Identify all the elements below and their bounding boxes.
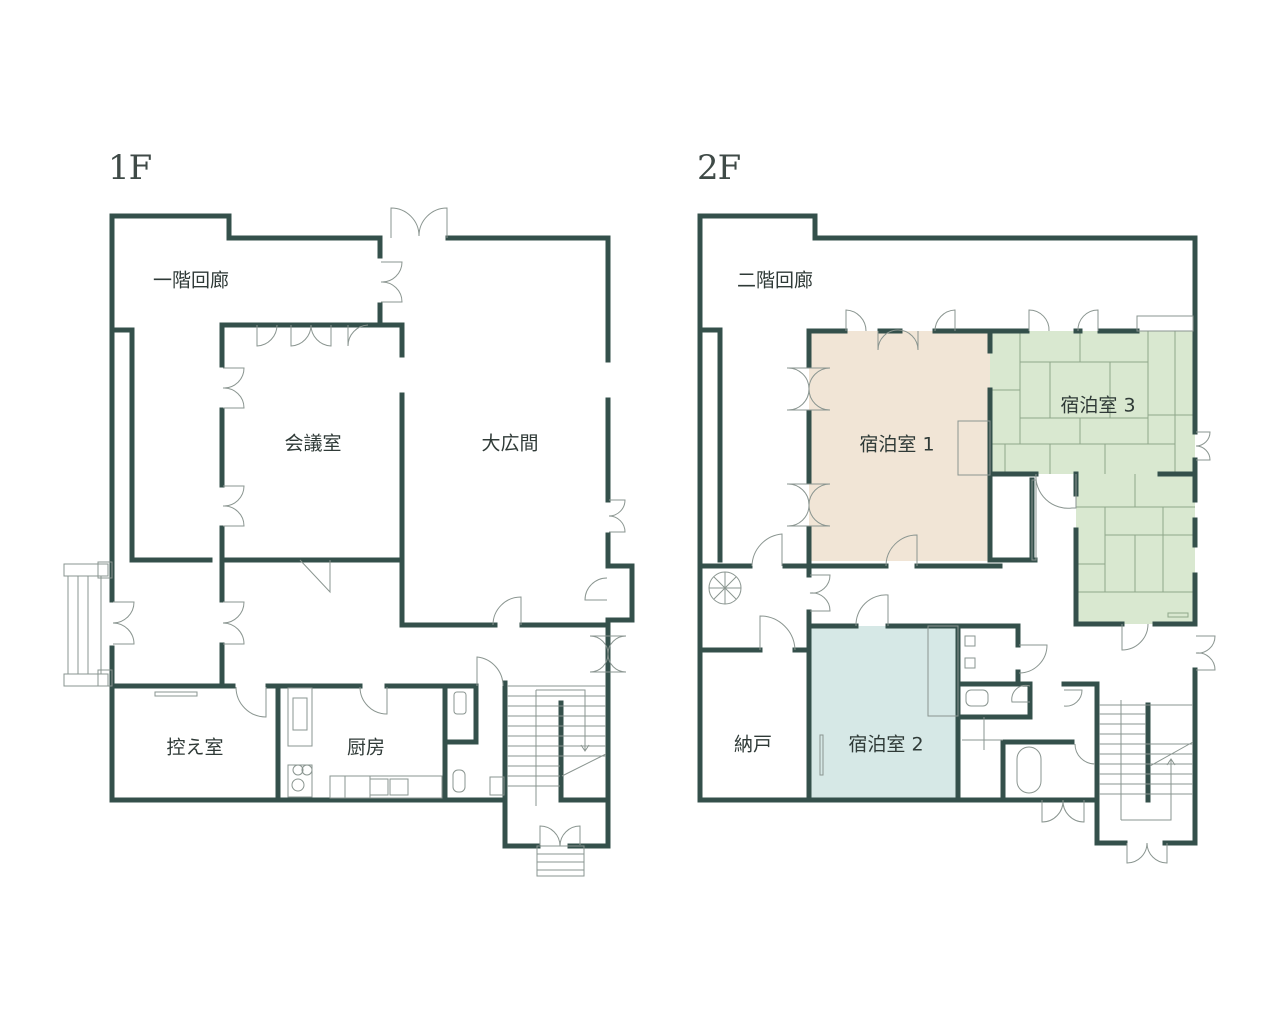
- room-label-kitchen: 厨房: [346, 736, 386, 759]
- room-label-corridor-1f: 一階回廊: [152, 269, 230, 292]
- room-label-corridor-2f: 二階回廊: [736, 269, 814, 292]
- floor-plan-1f: [63, 207, 635, 877]
- room-label-guest-room-2: 宿泊室 2: [848, 733, 924, 756]
- room-label-storage: 納戸: [733, 733, 773, 756]
- room-label-waiting-room: 控え室: [166, 736, 224, 759]
- guest-room-3a-fill: [990, 331, 1195, 474]
- room-label-guest-room-1: 宿泊室 1: [859, 433, 935, 456]
- floor-title-1f: 1F: [108, 148, 152, 188]
- spiral-stair-icon: [708, 571, 742, 605]
- floor-plan-2f: [697, 213, 1216, 864]
- room-label-conference-room: 会議室: [284, 432, 342, 455]
- room-label-guest-room-3: 宿泊室 3: [1060, 394, 1136, 417]
- guest-room-2-fill: [809, 626, 958, 800]
- guest-room-1-fill: [809, 331, 990, 561]
- floor-title-2f: 2F: [697, 148, 741, 188]
- room-label-great-hall: 大広間: [481, 432, 539, 455]
